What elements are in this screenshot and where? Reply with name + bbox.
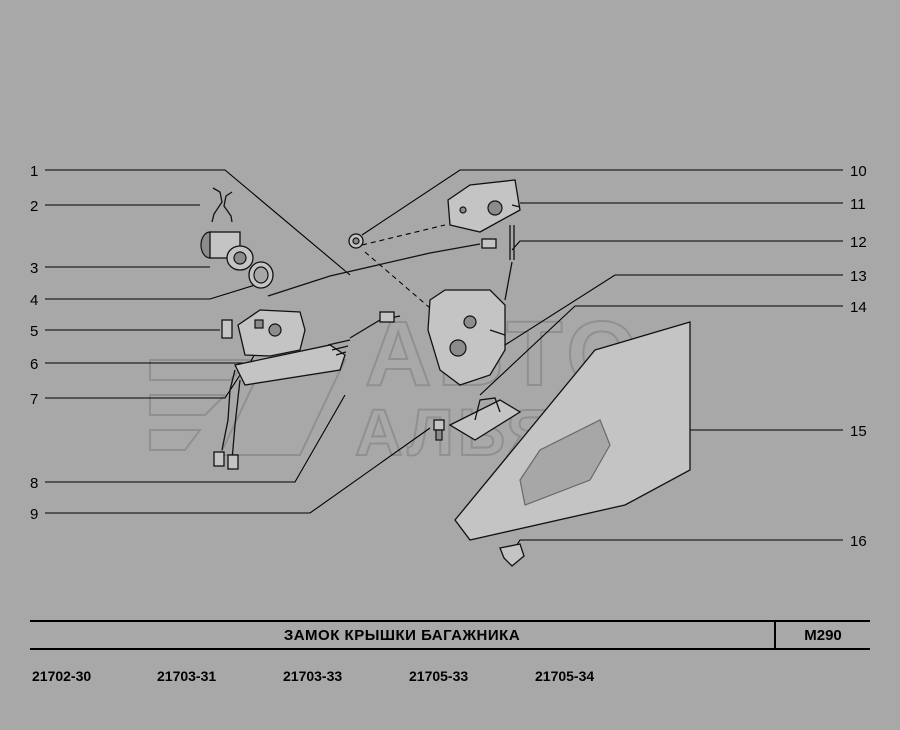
part-3-lock-cylinder [200, 231, 254, 271]
part-5-bracket [221, 319, 233, 339]
callout-5: 5 [30, 323, 38, 340]
callout-7: 7 [30, 391, 38, 408]
callout-6: 6 [30, 356, 38, 373]
part-10-nut [348, 233, 364, 249]
parts-diagram: АВТО АЛЬЯНС [30, 163, 867, 567]
model-code: 21705-34 [535, 668, 595, 684]
model-code: 21705-33 [409, 668, 469, 684]
model-code: 21703-33 [283, 668, 343, 684]
latch-mechanism [427, 261, 513, 386]
model-code: 21702-30 [32, 668, 92, 684]
leader-lines [45, 169, 843, 549]
title-bar: ЗАМОК КРЫШКИ БАГАЖНИКА M290 [30, 620, 870, 650]
part-8-link-rod [349, 311, 401, 339]
striker-plate-upper [447, 179, 521, 233]
callout-12: 12 [850, 234, 867, 251]
part-16-clip [499, 543, 525, 567]
callout-16: 16 [850, 533, 867, 550]
callout-4: 4 [30, 292, 38, 309]
part-11-12-rods [509, 204, 521, 260]
part-15-trim-panel [454, 321, 691, 541]
callout-9: 9 [30, 506, 38, 523]
callout-3: 3 [30, 260, 38, 277]
model-code: 21703-31 [157, 668, 217, 684]
part-6-lock-housing [237, 309, 306, 357]
part-7-actuator-motor [213, 339, 351, 470]
part-9-bolt [433, 419, 445, 441]
callout-8: 8 [30, 475, 38, 492]
page-title: ЗАМОК КРЫШКИ БАГАЖНИКА [283, 627, 521, 644]
part-1-rod [267, 238, 497, 297]
part-2-spring-clip [211, 187, 233, 223]
callout-15: 15 [850, 423, 867, 440]
callout-1: 1 [30, 163, 38, 180]
callout-numbers: 1 2 3 4 5 6 7 8 9 10 11 12 13 14 15 16 [30, 163, 867, 550]
title-divider [774, 620, 776, 650]
part-14-striker [448, 397, 522, 441]
callout-14: 14 [850, 299, 867, 316]
callout-10: 10 [850, 163, 867, 180]
callout-2: 2 [30, 198, 38, 215]
callout-11: 11 [850, 196, 866, 213]
part-4-seal-ring [248, 261, 274, 289]
model-list: 21702-30 21703-31 21703-33 21705-33 2170… [30, 668, 870, 688]
page-code: M290 [804, 627, 842, 644]
callout-13: 13 [850, 268, 867, 285]
